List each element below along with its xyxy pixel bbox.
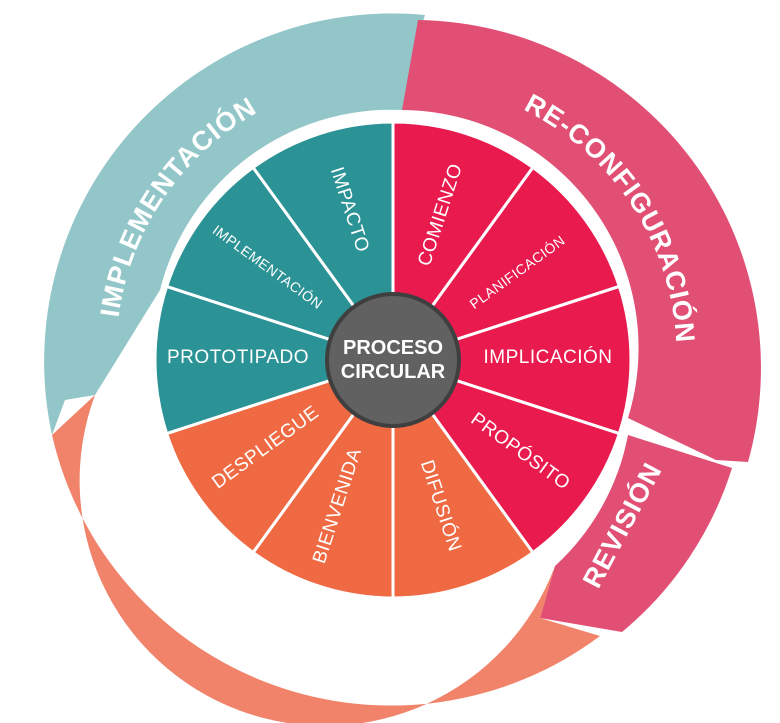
outer-ring [44, 13, 761, 723]
outer-ring-implementacion [44, 13, 453, 436]
segment-planificacion [389, 165, 622, 363]
segment-label-prototipado: PROTOTIPADO [167, 347, 309, 368]
segment-implicacion [388, 284, 633, 436]
center-label-line1: PROCESO [343, 337, 443, 359]
segment-proposito [389, 357, 622, 555]
outer-ring-reconfiguracion [402, 20, 761, 462]
segment-impacto [251, 120, 395, 365]
center-label-line2: CIRCULAR [341, 361, 446, 383]
segment-prototipado [153, 284, 398, 436]
inner-wheel: COMIENZO PLANIFICACIÓN IMPLICACIÓN PROPÓ… [153, 120, 633, 600]
segment-implementacion [164, 165, 397, 363]
segment-difusion [391, 355, 535, 600]
segment-despliegue [164, 357, 397, 555]
segment-bienvenida [251, 355, 395, 600]
segment-comienzo [391, 120, 535, 365]
outer-ring-revision [540, 435, 732, 632]
center-hub [325, 292, 461, 428]
segment-label-implicacion: IMPLICACIÓN [483, 346, 612, 368]
outer-ring-despliegue [52, 395, 600, 723]
